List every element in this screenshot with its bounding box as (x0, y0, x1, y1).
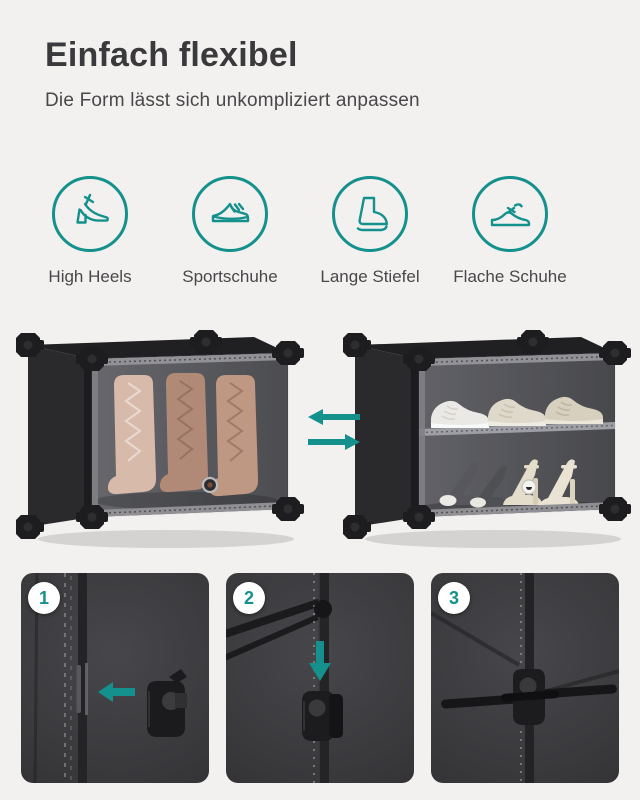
hook-clip (147, 669, 187, 737)
step-number: 3 (448, 587, 459, 608)
shoe-type-sneakers: Sportschuhe (160, 176, 300, 287)
assembly-step-2: 2 (226, 573, 414, 783)
shoe-type-label: Lange Stiefel (320, 267, 420, 286)
high-heels-icon (52, 176, 128, 252)
assembly-step-3: 3 (431, 573, 619, 783)
arrow-left-icon (308, 409, 360, 425)
step-number: 1 (38, 587, 49, 608)
shoe-cube-two-shelves-photo (343, 330, 631, 548)
shoe-type-label: High Heels (48, 267, 132, 286)
shoe-cube-boots-photo (16, 330, 304, 548)
arrow-down-icon (309, 641, 331, 681)
step-number: 2 (243, 587, 254, 608)
step-number-badge: 2 (233, 582, 265, 614)
configuration-comparison (0, 329, 640, 555)
header: Einfach flexibel Die Form lässt sich unk… (0, 0, 640, 112)
assembly-steps: 1 2 (21, 573, 619, 783)
arrow-left-icon (98, 682, 135, 702)
page-title: Einfach flexibel (45, 36, 298, 74)
step-number-badge: 3 (438, 582, 470, 614)
shoe-type-label: Flache Schuhe (453, 267, 567, 286)
shoe-type-label: Sportschuhe (182, 267, 278, 286)
shoe-type-high-heels: High Heels (20, 176, 160, 287)
sneaker-icon (192, 176, 268, 252)
flat-shoe-icon (472, 176, 548, 252)
sneakers-illustration (431, 396, 603, 428)
page-subtitle: Die Form lässt sich unkompliziert anpass… (45, 90, 420, 111)
hook-locked-on-rod-photo (431, 573, 619, 783)
swap-arrows (308, 409, 360, 450)
assembly-step-1: 1 (21, 573, 209, 783)
shoe-type-boots: Lange Stiefel (300, 176, 440, 287)
hook-clip (302, 691, 343, 741)
hook-clip (441, 669, 617, 725)
shoe-type-flat-shoes: Flache Schuhe (440, 176, 580, 287)
boot-icon (332, 176, 408, 252)
shoe-types-row: High Heels Sportschuhe Lange Stiefel (0, 176, 640, 287)
arrow-right-icon (308, 434, 360, 450)
step-number-badge: 1 (28, 582, 60, 614)
hook-sliding-on-seam-photo (226, 573, 343, 783)
